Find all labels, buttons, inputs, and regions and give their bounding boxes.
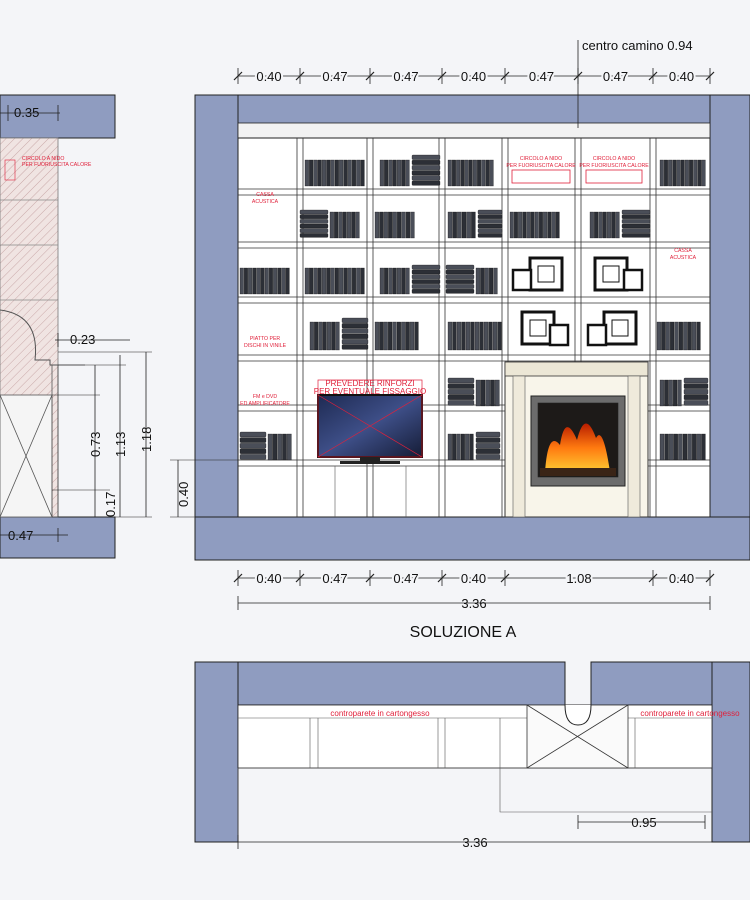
dim-side-top-label: 0.35 (14, 105, 39, 120)
books (267, 433, 292, 461)
plan-fireplace-label: 0.95 (631, 815, 656, 830)
dvd-line1: FM e DVD (253, 394, 277, 400)
books (447, 159, 494, 187)
book-stack (341, 317, 369, 350)
dim-side-bottom-label: 0.47 (8, 528, 33, 543)
side-note-line2: PER FUORIUSCITA CALORE (22, 162, 92, 168)
circle-a-line1: CIRCOLO A NIDO (520, 156, 562, 162)
dim-top-5: 0.47 (529, 69, 554, 84)
base-height-dimension: 0.40 (170, 459, 238, 518)
cassa-right-line2: ACUSTICA (670, 255, 697, 261)
piatto-line2: DISCHI IN VINILE (244, 343, 287, 349)
cassa-left-line2: ACUSTICA (252, 199, 279, 205)
books (329, 211, 360, 239)
dim-side-depth-label: 0.23 (70, 332, 95, 347)
dvd-line2: ED AMPLIFICATORE (240, 401, 290, 407)
books (589, 211, 620, 239)
books (379, 159, 410, 187)
center-fireplace-label: centro camino 0.94 (582, 38, 693, 53)
bottom-dimension-chain: 0.40 0.47 0.47 0.40 1.08 0.40 (233, 569, 715, 588)
books (475, 267, 498, 295)
books (374, 321, 419, 351)
side-note-line1: CIRCOLO A NIDO (22, 156, 64, 162)
tv: PREVEDERE RINFORZI PER EVENTUALE FISSAGG… (314, 379, 426, 464)
plan-view: controparete in cartongesso controparete… (194, 661, 750, 850)
dim-side-top: 0.35 (0, 105, 60, 121)
plan-total-label: 3.36 (462, 835, 487, 850)
base-height-label: 0.40 (176, 482, 191, 507)
book-stack (445, 264, 475, 294)
books (374, 211, 415, 239)
dim-side-verticals: 0.73 1.13 1.18 0.17 (52, 351, 154, 518)
dim-bottom-3: 0.47 (393, 571, 418, 586)
books (659, 433, 706, 461)
fire-icon (545, 423, 610, 472)
books (447, 211, 476, 239)
books (475, 379, 500, 407)
book-stack (239, 431, 267, 460)
book-stack (411, 264, 441, 294)
front-elevation: PREVEDERE RINFORZI PER EVENTUALE FISSAGG… (170, 38, 750, 641)
dim-top-3: 0.47 (393, 69, 418, 84)
cassa-right-line1: CASSA (674, 248, 692, 254)
plan-total-dimension: 3.36 (237, 835, 712, 850)
tv-note-line2: PER EVENTUALE FISSAGGIO (314, 387, 426, 396)
side-section-view: CIRCOLO A NIDO PER FUORIUSCITA CALORE 0.… (0, 94, 154, 559)
book-stack (477, 209, 503, 238)
dim-bottom-6: 0.40 (669, 571, 694, 586)
dim-bottom-1: 0.40 (256, 571, 281, 586)
dim-top-4: 0.40 (461, 69, 486, 84)
dim-side-h2-label: 1.13 (113, 432, 128, 457)
plan-note-right: controparete in cartongesso (640, 709, 740, 718)
books (659, 379, 682, 407)
books (659, 159, 706, 187)
dim-top-7: 0.40 (669, 69, 694, 84)
book-stack (475, 431, 501, 460)
book-stack (411, 154, 441, 186)
total-dimension-label: 3.36 (461, 596, 486, 611)
piatto-line1: PIATTO PER (250, 336, 281, 342)
dim-bottom-2: 0.47 (322, 571, 347, 586)
books (447, 321, 502, 351)
dim-side-bottom: 0.47 (0, 528, 68, 543)
circle-b-line2: PER FUORIUSCITA CALORE (579, 163, 649, 169)
fireplace (504, 361, 649, 518)
top-dimension-chain: 0.40 0.47 0.47 0.40 0.47 0.47 0.40 (233, 67, 715, 86)
dim-top-2: 0.47 (322, 69, 347, 84)
book-stack (447, 377, 475, 406)
drawing-title: SOLUZIONE A (410, 624, 517, 641)
red-annotations: CASSA ACUSTICA CASSA ACUSTICA PIATTO PER… (240, 156, 696, 407)
dim-top-6: 0.47 (603, 69, 628, 84)
books (239, 267, 290, 295)
books (379, 267, 410, 295)
books (304, 159, 365, 187)
dim-side-depth: 0.23 (55, 332, 130, 347)
books (509, 211, 560, 239)
book-stack (299, 209, 329, 238)
plan-note-left: controparete in cartongesso (330, 709, 430, 718)
dim-side-h4-label: 0.17 (103, 492, 118, 517)
books (309, 321, 340, 351)
cassa-left-line1: CASSA (256, 192, 274, 198)
tv-note-line1: PREVEDERE RINFORZI (325, 379, 414, 388)
book-stack (683, 377, 709, 406)
dim-side-h3-label: 1.18 (139, 427, 154, 452)
books (447, 433, 474, 461)
total-dimension: 3.36 (237, 596, 711, 611)
books (656, 321, 701, 351)
circle-b-line1: CIRCOLO A NIDO (593, 156, 635, 162)
circle-a-line2: PER FUORIUSCITA CALORE (506, 163, 576, 169)
book-stack (621, 209, 651, 238)
center-fireplace-marker: centro camino 0.94 (577, 38, 693, 128)
dim-top-1: 0.40 (256, 69, 281, 84)
dim-bottom-5: 1.08 (566, 571, 591, 586)
dim-side-h1-label: 0.73 (88, 432, 103, 457)
picture-frames (511, 256, 644, 347)
books (304, 267, 365, 295)
plan-fireplace-dimension: 0.95 (577, 815, 706, 830)
dim-bottom-4: 0.40 (461, 571, 486, 586)
